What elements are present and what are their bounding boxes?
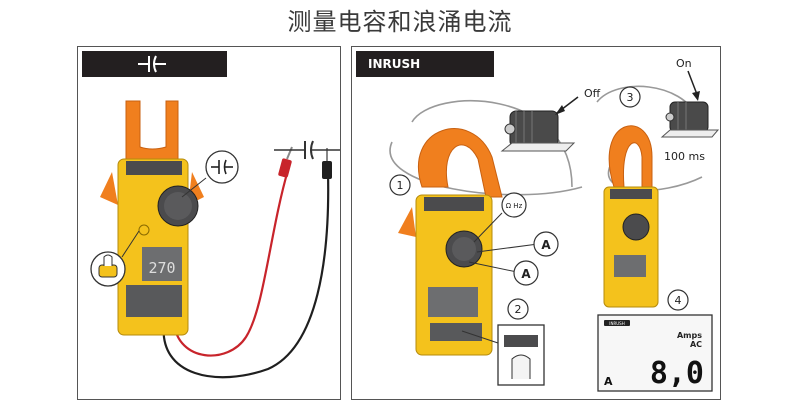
inrush-button [504, 335, 538, 347]
step-2-number: 2 [515, 303, 522, 316]
inrush-display [597, 314, 713, 392]
capacitor-component-icon [274, 140, 340, 160]
display-reading: 8,0 [650, 356, 704, 391]
duration-label: 100 ms [664, 150, 705, 163]
meter-reading: 270 [148, 259, 175, 277]
red-test-lead [172, 169, 290, 357]
motor-on [660, 101, 720, 138]
motor-cable-1 [411, 100, 573, 188]
motor-off [500, 110, 576, 152]
step-1-badge [389, 174, 411, 196]
display-mode: A [604, 375, 613, 388]
step-4-badge [667, 289, 689, 311]
clamp-meter-step-1 [398, 128, 503, 356]
dial-callout-top [501, 192, 527, 218]
dial-callout-top-label: Ω Hz [506, 202, 523, 210]
capacitance-panel-header [82, 51, 227, 77]
display-badge-label: INRUSH [609, 321, 624, 326]
display-badge [604, 320, 630, 326]
display-units-line2: AC [690, 340, 702, 349]
clamp-meter-step-3 [603, 125, 659, 308]
capacitance-panel: 270 [77, 46, 341, 400]
black-probe [322, 148, 332, 179]
red-probe [278, 146, 293, 178]
finger-press-icon [511, 354, 531, 379]
inrush-panel-header: INRUSH [356, 51, 494, 77]
clamp-meter [100, 100, 204, 336]
motor-cable-1-lower [389, 141, 583, 196]
dial-callout-ac-amps-label: A [521, 267, 531, 281]
motor-on-label: On [676, 57, 692, 70]
dial-callout-dc-amps [533, 231, 559, 257]
inrush-panel: INRUSH Off On 100 ms [351, 46, 721, 400]
finger-press-icon [98, 254, 118, 278]
dial-callout-dc-amps-label: A [541, 238, 551, 252]
page-title: 测量电容和浪涌电流 [287, 8, 513, 36]
step-2-badge [507, 298, 529, 320]
step-4-number: 4 [675, 294, 682, 307]
display-units-line1: Amps [677, 331, 702, 340]
capacitor-symbol-icon [138, 55, 166, 73]
capacitor-symbol-icon [211, 159, 233, 175]
step-3-number: 3 [627, 91, 634, 104]
dial-callout [205, 150, 239, 184]
black-test-lead [162, 171, 330, 379]
dial-callout-ac-amps [513, 260, 539, 286]
step-1-number: 1 [397, 179, 404, 192]
motor-off-label: Off [584, 87, 601, 100]
step-3-badge [619, 86, 641, 108]
